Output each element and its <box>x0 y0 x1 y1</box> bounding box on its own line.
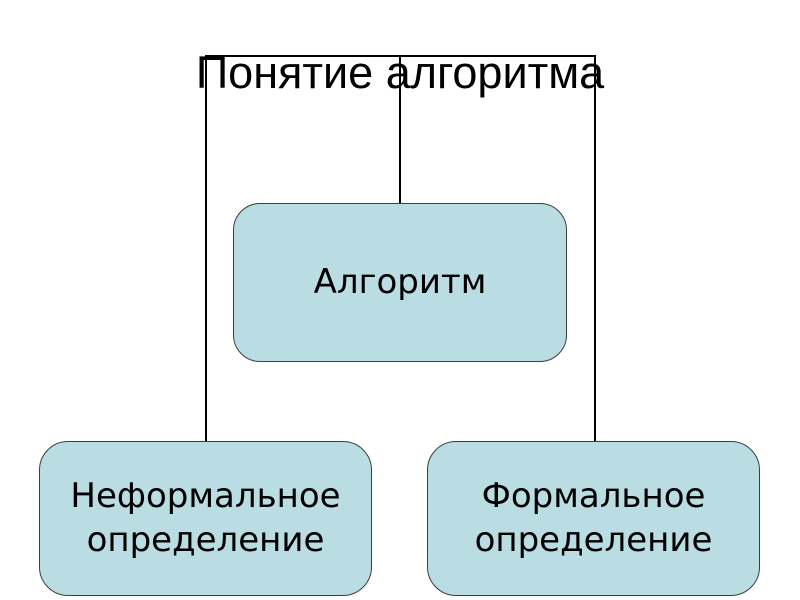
node-formal-definition-label: Формальное определение <box>474 475 713 560</box>
slide-title: Понятие алгоритма <box>195 47 605 98</box>
node-informal-definition: Неформальное определение <box>39 441 372 596</box>
connector-right-vertical-line <box>594 55 596 441</box>
node-formal-definition: Формальное определение <box>427 441 760 596</box>
node-algorithm-label: Алгоритм <box>313 261 487 302</box>
connector-middle-vertical-line <box>399 55 401 205</box>
node-algorithm: Алгоритм <box>233 203 567 362</box>
node-informal-definition-label: Неформальное определение <box>70 475 341 560</box>
connector-left-vertical-line <box>205 55 207 441</box>
